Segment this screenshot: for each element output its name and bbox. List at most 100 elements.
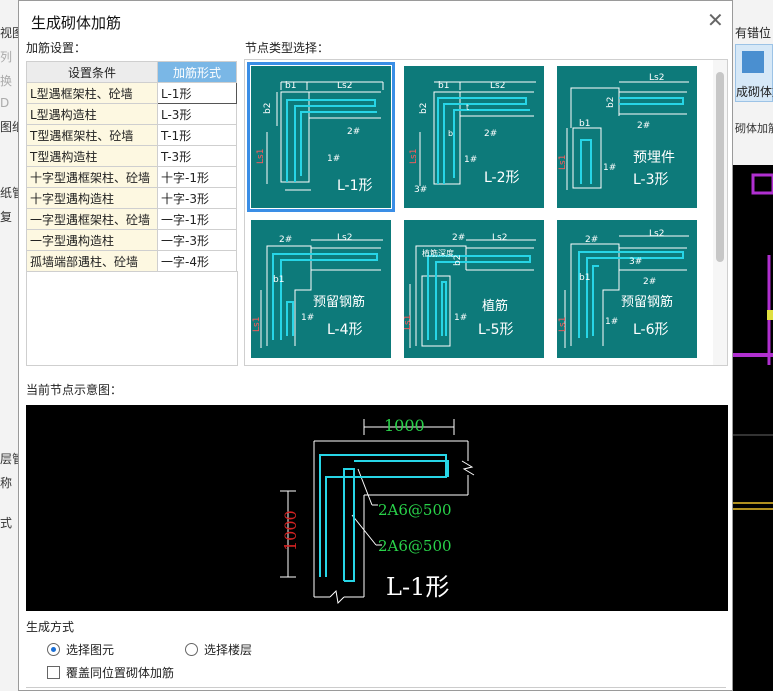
form-cell[interactable]: 一字-1形 [157,208,237,230]
dim-b1: b1 [285,81,296,91]
table-row[interactable]: 一字型遇构造柱一字-3形 [26,229,237,251]
radio-dot-checked[interactable] [47,643,60,656]
form-cell[interactable]: 十字-3形 [157,187,237,209]
dim-ls1: Ls1 [256,149,266,164]
dim-b1: b1 [579,119,590,129]
form-cell[interactable]: L-3形 [157,103,237,125]
table-row[interactable]: 十字型遇框架柱、砼墙十字-1形 [26,166,237,188]
form-cell[interactable]: L-1形 [157,82,237,104]
gallery-scrollbar[interactable] [713,60,727,365]
condition-cell: 一字型遇框架柱、砼墙 [26,208,158,230]
dim-b2: b2 [606,97,616,108]
form-cell[interactable]: 一字-4形 [157,250,237,272]
node-l5-drawing: Ls2 2# b2 植筋深度 Ls1 1# 植筋 L-5形 [404,233,536,348]
preview-label-bar2: 2A6@500 [378,501,452,519]
current-node-label: 当前节点示意图： [26,383,123,397]
bg-right-button-label: 成砌体加 [736,85,773,99]
node-thumb-l3[interactable]: Ls2 b2 b1 Ls1 1# 2# 预埋件 L-3形 [557,66,697,208]
radio-select-floor[interactable]: 选择楼层 [185,641,252,658]
node-thumb-l5[interactable]: Ls2 2# b2 植筋深度 Ls1 1# 植筋 L-5形 [404,220,544,358]
table-row[interactable]: 十字型遇构造柱十字-3形 [26,187,237,209]
overwrite-checkbox[interactable]: 覆盖同位置砌体加筋 [47,664,174,681]
node-thumb-l4[interactable]: Ls2 2# b1 Ls1 1# 预留钢筋 L-4形 [251,220,391,358]
generate-method-label: 生成方式 [26,620,75,634]
bar-3: 3# [629,257,642,267]
overwrite-label: 覆盖同位置砌体加筋 [66,666,175,680]
bg-left-item: 换 [0,74,13,88]
node-l6-drawing: Ls2 2# 3# 2# b1 Ls1 1# 预留钢筋 L-6形 [558,229,689,348]
bar-1: 1# [605,317,618,327]
dim-ls2: Ls2 [649,229,664,239]
gallery-scrollbar-handle[interactable] [716,72,724,262]
bg-left-item: D [0,96,10,110]
preview-dim-top: 1000 [384,416,425,435]
node-l6-caption: 预留钢筋 [621,294,673,310]
form-cell[interactable]: T-3形 [157,145,237,167]
condition-cell: 一字型遇构造柱 [26,229,158,251]
bar-2-top: 2# [585,235,598,245]
preview-name: L-1形 [386,573,449,601]
dim-ls1: Ls1 [252,317,262,332]
bg-right-button: 成砌体加 [735,44,773,102]
dim-b1: b1 [579,273,590,283]
node-l6-name: L-6形 [633,322,669,338]
dim-b2: b2 [419,103,429,114]
dim-ls2: Ls2 [490,81,505,91]
bar-2: 2# [637,121,650,131]
table-empty-area [26,271,238,366]
table-header-row: 设置条件 加筋形式 [26,61,237,83]
node-l1-drawing: b1 Ls2 b2 Ls1 1# 2# L-1形 [256,81,384,194]
settings-label: 加筋设置： [26,41,87,55]
bar-2: 2# [452,233,465,243]
header-condition: 设置条件 [26,61,158,83]
bar-3: 3# [414,185,427,195]
condition-cell: T型遇构造柱 [26,145,158,167]
condition-cell: T型遇框架柱、砼墙 [26,124,158,146]
radio-select-element[interactable]: 选择图元 [47,641,114,658]
bg-left-item: 式 [0,516,13,530]
bg-right-sub: 砌体加筋 [735,122,773,135]
header-form: 加筋形式 [157,61,237,83]
dim-ls2: Ls2 [337,233,352,243]
node-thumb-l1[interactable]: b1 Ls2 b2 Ls1 1# 2# L-1形 [247,62,395,212]
divider [26,687,726,688]
bar-2: 2# [279,235,292,245]
condition-cell: L型遇框架柱、砼墙 [26,82,158,104]
bg-right-label: 有错位 [735,26,772,40]
planting-depth-note: 植筋深度 [422,248,454,258]
preview-drawing: 1000 1000 2A6@500 2A6@500 L-1形 [280,416,475,605]
dim-ls2: Ls2 [649,73,664,83]
dim-b1: b1 [273,275,284,285]
close-icon[interactable]: ✕ [707,8,724,32]
bar-1: 1# [464,155,477,165]
node-l2-drawing: b1 Ls2 b2 Ls1 t b 1# 2# 3# L-2形 [409,81,536,195]
bg-cad-canvas [733,165,773,691]
dim-b2: b2 [263,103,273,114]
dim-t: t [466,103,469,112]
checkbox-box[interactable] [47,666,60,679]
bar-1: 1# [327,154,340,164]
dim-ls2: Ls2 [337,81,352,91]
dim-ls1: Ls1 [404,315,413,330]
node-thumb-l6[interactable]: Ls2 2# 3# 2# b1 Ls1 1# 预留钢筋 L-6形 [557,220,697,358]
form-cell[interactable]: 十字-1形 [157,166,237,188]
node-l4-name: L-4形 [327,322,363,338]
form-cell[interactable]: 一字-3形 [157,229,237,251]
radio-dot[interactable] [185,643,198,656]
table-row[interactable]: 一字型遇框架柱、砼墙一字-1形 [26,208,237,230]
dim-ls1: Ls1 [558,155,568,170]
table-row[interactable]: 孤墙端部遇柱、砼墙一字-4形 [26,250,237,272]
node-type-label: 节点类型选择： [245,41,330,55]
form-cell[interactable]: T-1形 [157,124,237,146]
bar-2: 2# [484,129,497,139]
bar-1: 1# [603,163,616,173]
dim-ls1: Ls1 [409,149,419,164]
bar-1: 1# [454,313,467,323]
generate-masonry-rebar-dialog: 生成砌体加筋 ✕ 加筋设置： 节点类型选择： 设置条件 加筋形式 L型遇框架柱、… [18,0,733,691]
node-thumb-l2[interactable]: b1 Ls2 b2 Ls1 t b 1# 2# 3# L-2形 [404,66,544,208]
